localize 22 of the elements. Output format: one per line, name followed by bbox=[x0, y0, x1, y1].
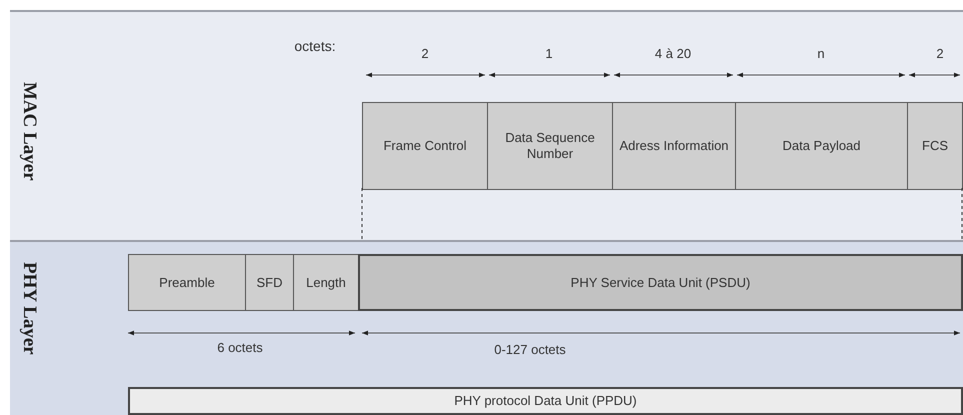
frame-field: SFD bbox=[245, 254, 294, 311]
unit-label: octets: bbox=[294, 38, 336, 54]
frame-field: Preamble bbox=[128, 254, 246, 311]
dimension-label: 2 bbox=[936, 46, 944, 61]
frame-field: Frame Control bbox=[362, 102, 488, 190]
frame-field: Data Payload bbox=[735, 102, 908, 190]
frame-field: FCS bbox=[907, 102, 963, 190]
frame-field: Adress Information bbox=[612, 102, 736, 190]
dimension-label: 0-127 octets bbox=[494, 342, 566, 357]
frame-field: Length bbox=[293, 254, 359, 311]
dimension-label: 6 octets bbox=[217, 340, 263, 355]
frame-field: PHY Service Data Unit (PSDU) bbox=[358, 254, 963, 311]
layer-title: PHY Layer bbox=[18, 262, 40, 355]
dimension-label: n bbox=[817, 46, 825, 61]
layer-band bbox=[10, 10, 963, 240]
dimension-label: 2 bbox=[421, 46, 429, 61]
dimension-label: 4 à 20 bbox=[654, 46, 692, 61]
dimension-label: 1 bbox=[545, 46, 553, 61]
frame-field: PHY protocol Data Unit (PPDU) bbox=[128, 387, 963, 415]
frame-field: Data Sequence Number bbox=[487, 102, 613, 190]
layer-title: MAC Layer bbox=[18, 82, 40, 181]
layer-band bbox=[10, 240, 963, 415]
